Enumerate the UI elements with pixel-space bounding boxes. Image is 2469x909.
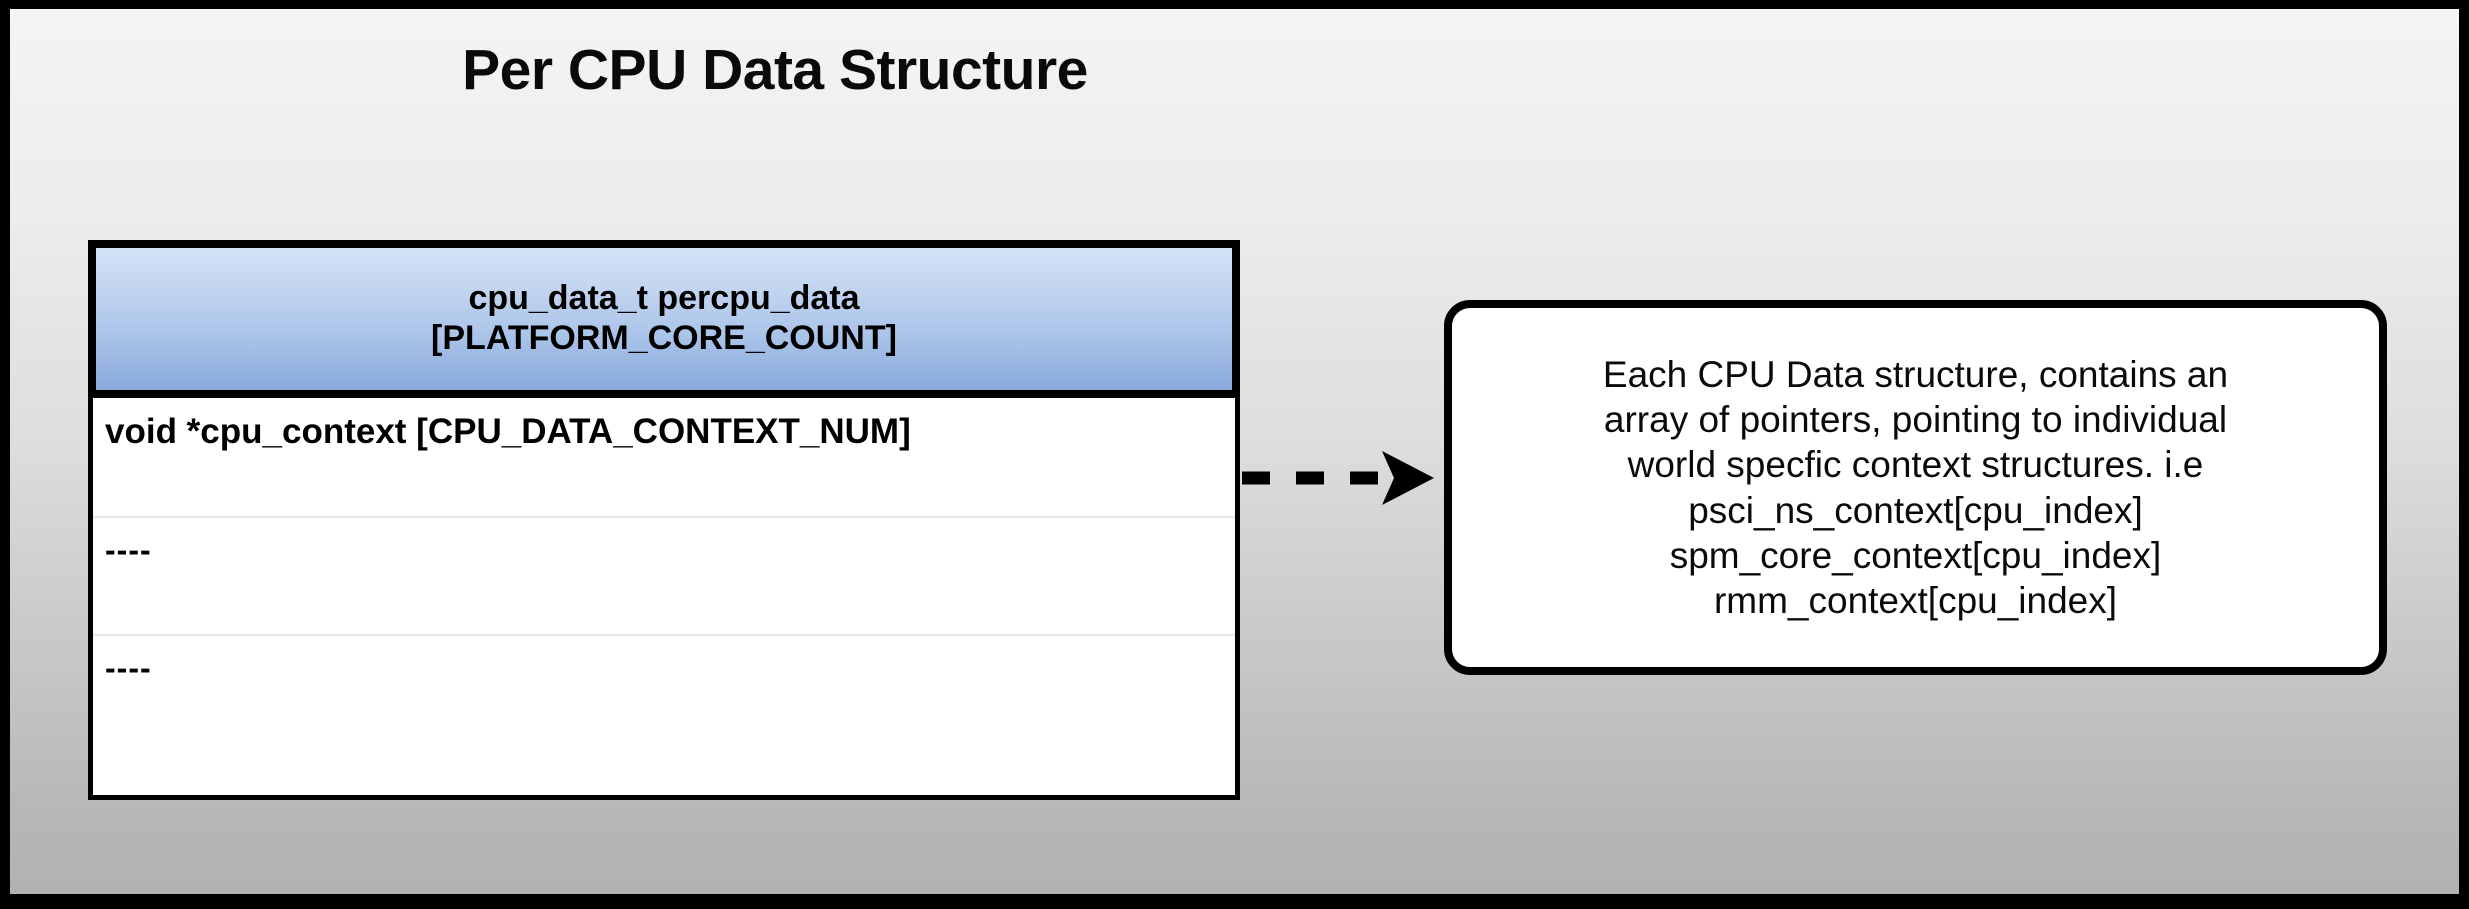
- struct-table-body: void *cpu_context [CPU_DATA_CONTEXT_NUM]…: [88, 392, 1240, 800]
- callout-note: Each CPU Data structure, contains an arr…: [1444, 300, 2387, 675]
- callout-line-2: array of pointers, pointing to individua…: [1603, 399, 2228, 441]
- struct-table-header: cpu_data_t percpu_data [PLATFORM_CORE_CO…: [88, 240, 1240, 398]
- struct-header-line-2: [PLATFORM_CORE_COUNT]: [431, 319, 897, 357]
- arrow-head: [1382, 451, 1434, 505]
- callout-line-5: spm_core_context[cpu_index]: [1669, 534, 2162, 576]
- struct-field-cpu-context: void *cpu_context [CPU_DATA_CONTEXT_NUM]: [105, 412, 911, 451]
- struct-field-placeholder-1: ----: [105, 532, 152, 568]
- struct-field-placeholder-2: ----: [105, 650, 152, 686]
- diagram-stage: Per CPU Data Structure cpu_data_t percpu…: [10, 9, 2459, 894]
- callout-line-1: Each CPU Data structure, contains an: [1602, 354, 2229, 396]
- callout-line-3: world specfic context structures. i.e: [1627, 444, 2204, 486]
- callout-line-6: rmm_context[cpu_index]: [1713, 579, 2118, 621]
- callout-line-4: psci_ns_context[cpu_index]: [1688, 489, 2143, 531]
- page-title: Per CPU Data Structure: [462, 38, 1088, 102]
- table-row: ----: [93, 516, 1235, 634]
- table-row: void *cpu_context [CPU_DATA_CONTEXT_NUM]: [93, 398, 1235, 516]
- struct-header-line-1: cpu_data_t percpu_data: [468, 279, 860, 318]
- dashed-arrow-icon: [1242, 451, 1434, 505]
- struct-table: cpu_data_t percpu_data [PLATFORM_CORE_CO…: [88, 240, 1240, 800]
- table-row: ----: [93, 634, 1235, 752]
